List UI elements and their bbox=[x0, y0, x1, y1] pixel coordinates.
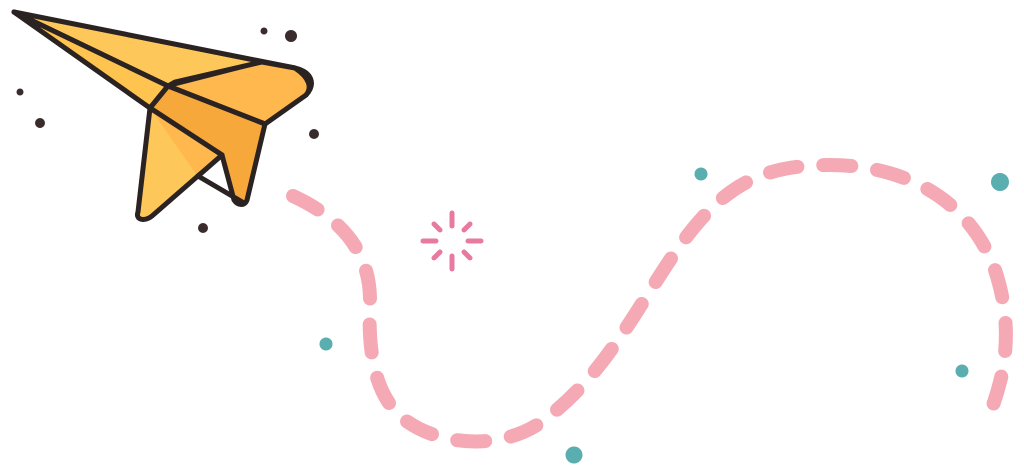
dashed-trail bbox=[286, 157, 1013, 449]
dark-dot bbox=[35, 118, 45, 128]
teal-dot bbox=[955, 364, 969, 378]
teal-dot bbox=[565, 446, 583, 464]
teal-dot bbox=[694, 167, 708, 181]
sparkle-icon bbox=[420, 210, 484, 272]
paper-airplane-icon bbox=[11, 9, 314, 222]
dark-dot bbox=[198, 223, 208, 233]
teal-dot bbox=[319, 337, 333, 351]
dark-dot bbox=[309, 129, 319, 139]
dark-dot bbox=[16, 88, 24, 96]
dark-dot bbox=[260, 27, 268, 35]
dark-dot bbox=[285, 30, 297, 42]
teal-dot bbox=[991, 173, 1009, 191]
